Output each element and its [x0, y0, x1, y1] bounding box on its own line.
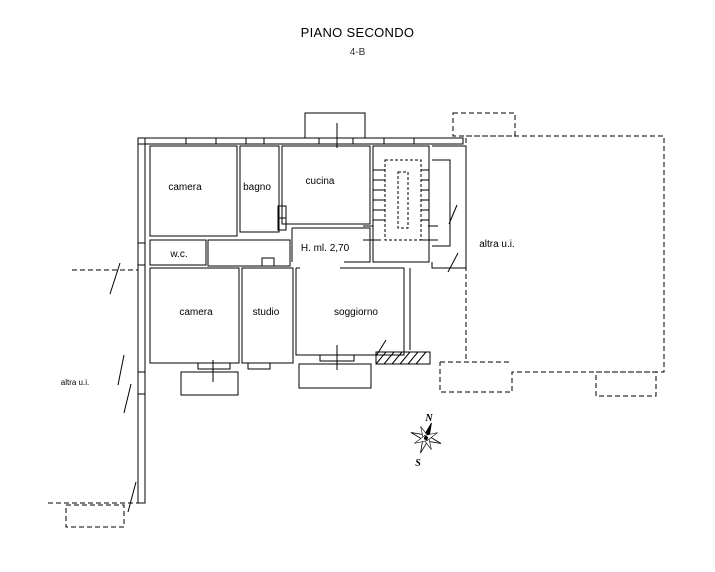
label-height: H. ml. 2,70: [301, 243, 350, 254]
label-soggiorno: soggiorno: [334, 307, 378, 318]
hatched-steps: [375, 351, 431, 365]
label-wc: w.c.: [169, 249, 187, 260]
label-studio: studio: [253, 307, 280, 318]
room-bagno: [239, 145, 280, 233]
corridor: [207, 239, 291, 267]
room-soggiorno: [295, 267, 405, 356]
windows: [137, 137, 415, 395]
label-camera-bottom: camera: [179, 307, 213, 318]
compass-rose: [410, 422, 442, 454]
balcony-bottom-left: [180, 371, 239, 396]
label-altra-ui-right: altra u.i.: [479, 239, 515, 250]
outer-walls: [137, 137, 464, 504]
room-cucina: [281, 145, 371, 225]
label-bagno: bagno: [243, 182, 271, 193]
room-camera-bottom: [149, 267, 240, 364]
compass-north-letter: N: [424, 413, 433, 424]
plan-title: PIANO SECONDO: [300, 25, 415, 40]
label-cucina: cucina: [306, 176, 335, 187]
stair-treads: [373, 169, 429, 221]
neighbour-dashed-lines: [48, 112, 665, 528]
balcony-bottom-right: [298, 363, 372, 389]
balcony-top: [304, 112, 366, 139]
label-camera-top: camera: [168, 182, 202, 193]
room-wc: [149, 239, 207, 266]
stair-block: [372, 145, 430, 263]
room-camera-top: [149, 145, 238, 237]
label-altra-ui-left: altra u.i.: [61, 378, 89, 387]
compass-south-letter: S: [415, 458, 421, 469]
plan-subtitle: 4-B: [349, 47, 366, 58]
